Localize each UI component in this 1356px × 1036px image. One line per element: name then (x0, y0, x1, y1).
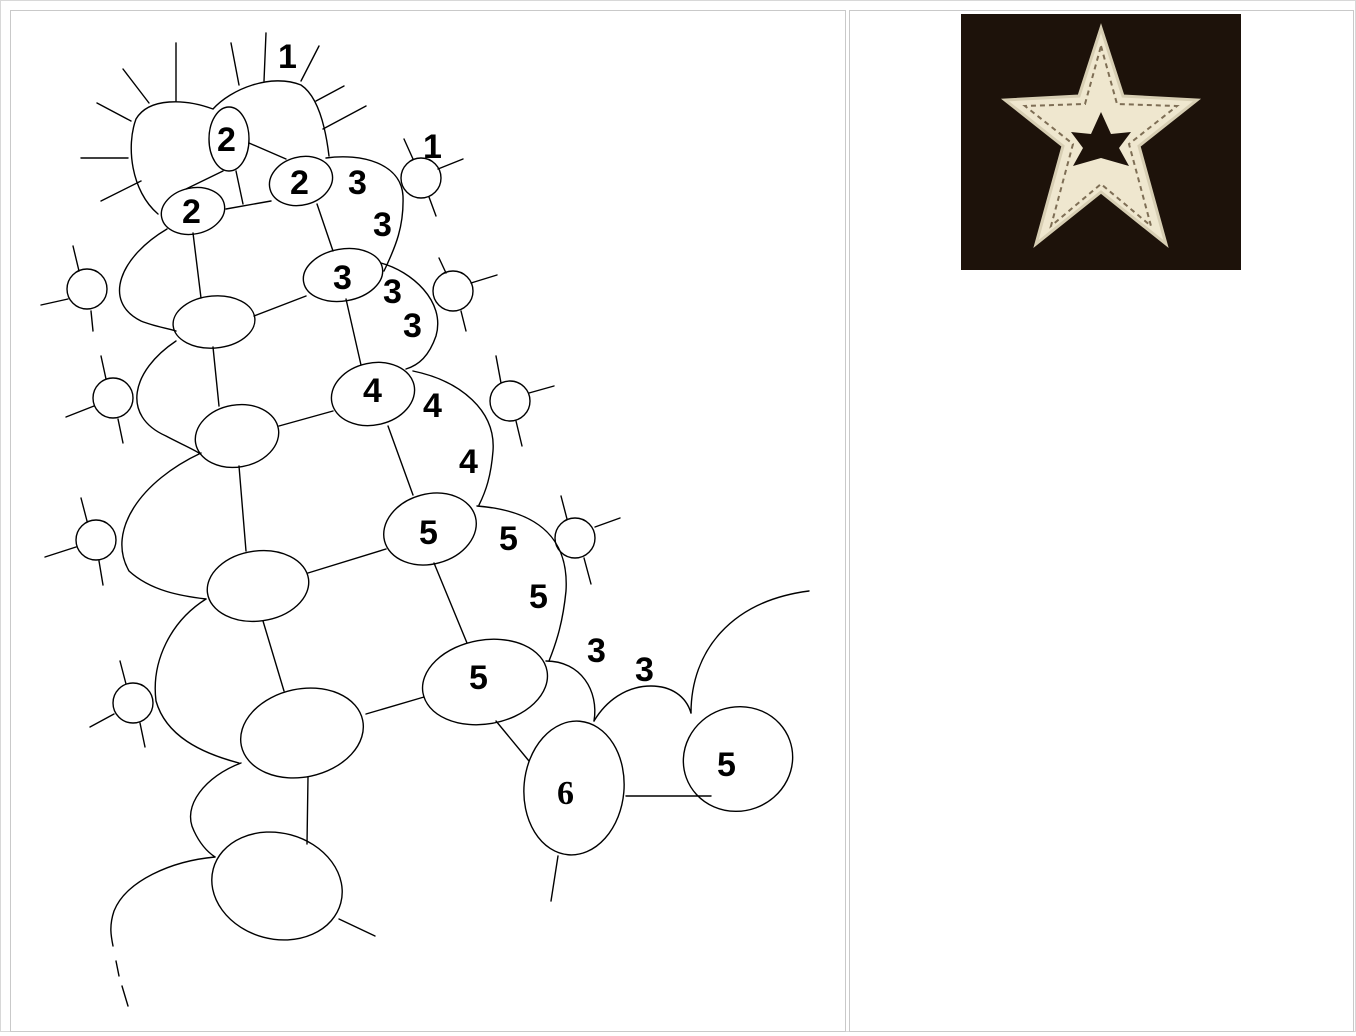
label-chain-3b: 3 (373, 206, 392, 244)
photo-cell (849, 10, 1354, 1032)
label-chain-5a: 5 (499, 520, 518, 558)
label-chain-3c: 3 (383, 273, 402, 311)
label-ring-2c: 2 (182, 193, 201, 231)
tatted-star-photo (961, 14, 1241, 270)
label-ring-2b: 2 (290, 164, 309, 202)
label-ring-4: 4 (363, 372, 382, 410)
label-ring-2a: 2 (217, 121, 236, 159)
label-ring-5c: 5 (717, 746, 736, 784)
diagram-cell: 1 1 2 2 2 3 3 3 3 3 4 4 4 5 5 5 5 3 3 6 … (10, 10, 846, 1032)
label-chain-4a: 4 (423, 387, 442, 425)
label-chain-3e: 3 (587, 632, 606, 670)
label-ring-5b: 5 (469, 659, 488, 697)
tatting-pattern-diagram: 1 1 2 2 2 3 3 3 3 3 4 4 4 5 5 5 5 3 3 6 … (11, 11, 845, 1031)
label-chain-3d: 3 (403, 307, 422, 345)
label-ring-5a: 5 (419, 514, 438, 552)
label-ring-3: 3 (333, 259, 352, 297)
label-chain-4b: 4 (459, 443, 478, 481)
label-ring-6: 6 (557, 775, 574, 812)
label-outer-top: 1 (278, 38, 297, 76)
label-chain-5b: 5 (529, 578, 548, 616)
label-outer-right: 1 (423, 128, 442, 166)
label-chain-3f: 3 (635, 651, 654, 689)
label-chain-3a: 3 (348, 164, 367, 202)
